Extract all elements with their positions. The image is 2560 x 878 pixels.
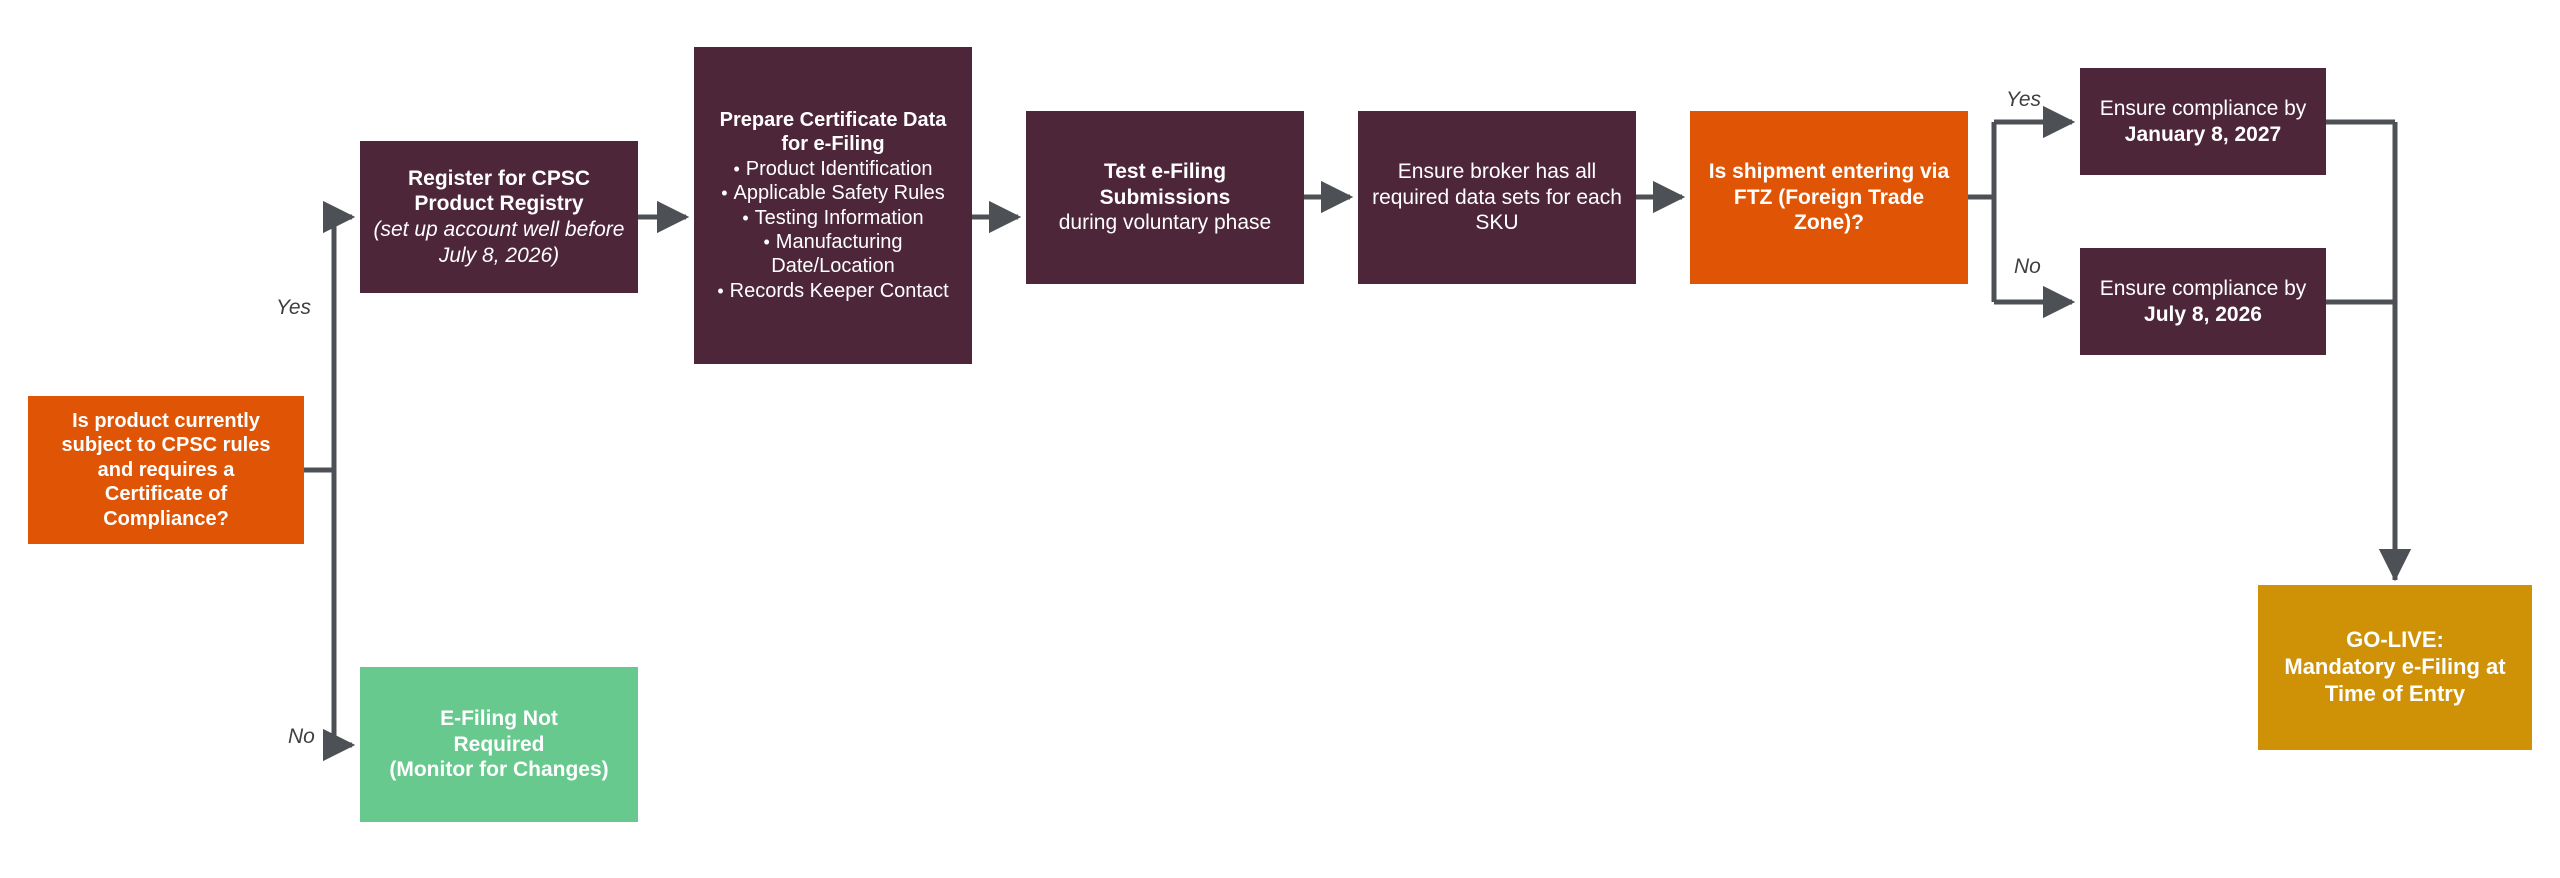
node-compliance-january-2027[interactable]: Ensure compliance by January 8, 2027 [2080,68,2326,175]
node-line: E-Filing Not [440,707,558,731]
node-test-efiling-submissions[interactable]: Test e-Filing Submissions during volunta… [1026,111,1304,284]
node-subtitle: during voluntary phase [1058,211,1272,235]
list-item: •Manufacturing Date/Location [704,230,962,279]
node-line: Compliance? [103,507,229,530]
node-title: Prepare Certificate Data for e-Filing [719,108,947,156]
edge-label-ftz-yes: Yes [2006,88,2042,111]
node-prepare-certificate-data[interactable]: Prepare Certificate Data for e-Filing •P… [694,47,972,364]
node-text: Ensure broker has all required data sets… [1372,160,1622,235]
node-line: and requires a [97,458,235,481]
node-line: Required [453,732,545,756]
node-title: July 8, 2026 [2144,302,2262,326]
node-title: Register for CPSC Product Registry [407,166,591,216]
list-item: •Records Keeper Contact [704,279,962,303]
edge-label-decision1-yes: Yes [276,296,312,319]
node-text: Is shipment entering via FTZ (Foreign Tr… [1708,160,1950,235]
list-item: •Testing Information [704,206,962,230]
edge-label-decision1-no: No [288,725,315,748]
node-line: Is product currently [72,410,260,433]
list-item-label: Records Keeper Contact [729,279,949,302]
node-line: subject to CPSC rules [61,434,271,457]
node-register-cpsc-registry[interactable]: Register for CPSC Product Registry (set … [360,141,638,293]
node-title: January 8, 2027 [2124,122,2282,146]
bullet-icon: • [742,207,749,228]
node-bullet-list: •Product Identification •Applicable Safe… [704,157,962,303]
list-item: •Product Identification [704,157,962,181]
node-broker-data-sets[interactable]: Ensure broker has all required data sets… [1358,111,1636,284]
bullet-icon: • [717,280,724,301]
bullet-icon: • [721,183,728,204]
bullet-icon: • [763,231,770,252]
node-efiling-not-required[interactable]: E-Filing Not Required (Monitor for Chang… [360,667,638,822]
node-title: Test e-Filing Submissions [1099,160,1231,209]
list-item-label: Applicable Safety Rules [733,182,945,205]
node-subtitle: Ensure compliance by [2099,276,2307,300]
node-line: Certificate of [104,483,228,506]
node-line: Time of Entry [2324,680,2466,706]
edge-label-ftz-no: No [2014,255,2041,278]
list-item-label: Testing Information [754,206,924,229]
node-go-live-mandatory-efiling[interactable]: GO-LIVE: Mandatory e-Filing at Time of E… [2258,585,2532,750]
node-compliance-july-2026[interactable]: Ensure compliance by July 8, 2026 [2080,248,2326,355]
node-line: (Monitor for Changes) [389,758,609,782]
list-item: •Applicable Safety Rules [704,181,962,205]
list-item-label: Manufacturing Date/Location [771,230,903,278]
node-decision-cpsc-rules[interactable]: Is product currently subject to CPSC rul… [28,396,304,544]
node-line: Mandatory e-Filing at [2284,654,2506,680]
node-line: GO-LIVE: [2346,627,2444,653]
bullet-icon: • [733,158,740,179]
list-item-label: Product Identification [745,157,933,180]
node-decision-ftz[interactable]: Is shipment entering via FTZ (Foreign Tr… [1690,111,1968,284]
node-subtitle: Ensure compliance by [2099,96,2307,120]
node-subtitle: (set up account well before July 8, 2026… [373,218,625,267]
